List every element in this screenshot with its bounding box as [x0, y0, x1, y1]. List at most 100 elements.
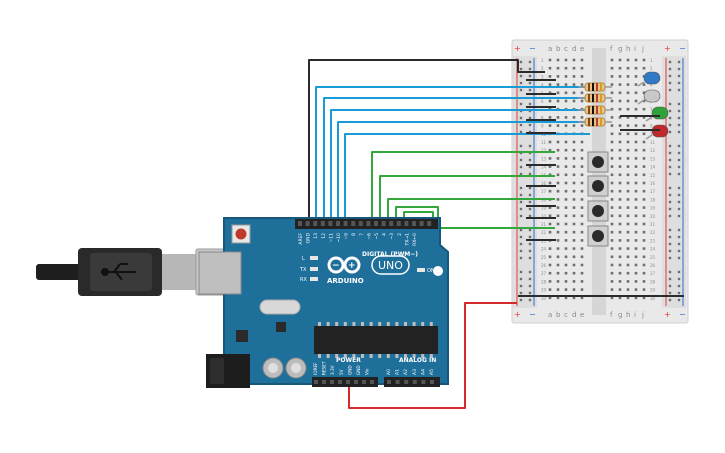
crystal	[259, 299, 301, 315]
digital-label: DIGITAL (PWM~)	[362, 251, 418, 258]
wire-pin7-green[interactable]	[371, 151, 555, 222]
rx-led	[310, 277, 318, 281]
row-number: 26	[541, 263, 547, 268]
rail-plus-label-bottom-left: +	[514, 310, 521, 319]
digital-pin-label: ~9	[344, 233, 350, 240]
wire-5v-red[interactable]	[348, 302, 517, 409]
column-letter: c	[564, 45, 568, 53]
row-number: 9	[650, 124, 653, 129]
row-number: 26	[650, 263, 656, 268]
column-letter: i	[634, 311, 636, 319]
rail-minus-label-top-right: −	[679, 44, 686, 53]
column-letter: g	[618, 311, 622, 319]
row-number: 29	[650, 288, 656, 293]
breadboard-holes	[519, 58, 681, 302]
green-led[interactable]	[651, 106, 669, 120]
column-letter: j	[641, 45, 644, 53]
row-number: 11	[541, 140, 547, 145]
row-number: 19	[650, 206, 656, 211]
row-number: 1	[650, 58, 653, 63]
column-letter: b	[556, 45, 561, 53]
digital-header-pins	[298, 221, 432, 226]
row-number: 14	[541, 165, 547, 170]
column-letter: a	[548, 311, 552, 319]
power-pin-label: RESET	[322, 361, 327, 375]
row-number: 2	[541, 66, 544, 71]
usb-icon	[101, 263, 136, 281]
wire-pin4-green[interactable]	[395, 206, 555, 229]
row-number: 18	[650, 197, 656, 202]
digital-pin-label: ~3	[389, 233, 395, 240]
on-led	[417, 268, 425, 272]
on-label: ON	[427, 268, 435, 274]
row-number: 29	[541, 288, 547, 293]
row-number: 13	[650, 156, 656, 161]
row-number: 19	[541, 206, 547, 211]
power-pin-label: Vin	[365, 368, 370, 375]
row-number: 4	[650, 83, 653, 88]
row-number: 27	[541, 271, 547, 276]
l-led-label: L	[302, 256, 305, 262]
analog-label: ANALOG IN	[399, 357, 436, 364]
row-number: 12	[650, 148, 656, 153]
column-letter: b	[556, 311, 561, 319]
row-number: 22	[650, 230, 656, 235]
wire-gnd-black[interactable]	[308, 59, 545, 222]
bottom-header-pins	[314, 380, 434, 384]
wire-pin9-blue[interactable]	[344, 133, 590, 222]
row-number: 27	[650, 271, 656, 276]
column-letter: e	[580, 45, 584, 53]
power-pin-label: IOREF	[313, 362, 318, 375]
digital-pin-label: RX←0	[412, 233, 418, 246]
power-label: POWER	[336, 357, 361, 364]
row-number: 7	[650, 107, 653, 112]
rx-label: RX	[300, 277, 307, 283]
digital-pin-label: ~6	[366, 233, 372, 240]
rail-plus-label-bottom-right: +	[664, 310, 671, 319]
column-letter: h	[626, 311, 630, 319]
row-number: 21	[541, 222, 547, 227]
row-number: 3	[541, 74, 544, 79]
rail-minus-label-top-left: −	[529, 44, 536, 53]
row-number: 17	[650, 189, 656, 194]
column-letter: h	[626, 45, 630, 53]
column-letter: d	[572, 45, 576, 53]
power-header	[312, 377, 378, 387]
analog-pin-label: A5	[429, 369, 435, 375]
digital-pin-label: ~5	[374, 233, 380, 240]
power-pin-label: GND	[356, 365, 361, 375]
row-number: 8	[541, 115, 544, 120]
row-number: 16	[650, 181, 656, 186]
pushbuttons	[587, 151, 609, 247]
power-pin-label: 3.3V	[330, 365, 335, 375]
row-number: 30	[541, 296, 547, 301]
analog-header	[384, 377, 440, 387]
column-letter: f	[610, 45, 613, 53]
wire-pin13-blue[interactable]	[315, 86, 590, 222]
row-number: 22	[541, 230, 547, 235]
wire-pin10-blue[interactable]	[337, 121, 590, 222]
row-number: 30	[650, 296, 656, 301]
row-number: 11	[650, 140, 656, 145]
white-led[interactable]	[643, 89, 661, 103]
column-letter: g	[618, 45, 622, 53]
wire-pin11-blue[interactable]	[330, 109, 590, 222]
wire-pin6-green[interactable]	[379, 175, 555, 222]
power-pin-label: GND	[347, 365, 352, 375]
analog-pin-label: A2	[403, 369, 409, 375]
column-letter: j	[641, 311, 644, 319]
analog-pin-label: A0	[386, 369, 392, 375]
wire-pin5-green[interactable]	[387, 198, 555, 222]
row-number: 28	[650, 279, 656, 284]
l-led	[310, 256, 318, 260]
digital-pin-label: GND	[306, 232, 312, 243]
column-letter: c	[564, 311, 568, 319]
digital-pin-label: TX→1	[404, 233, 410, 247]
tx-label: TX	[299, 267, 307, 273]
wire-pin12-blue[interactable]	[323, 97, 590, 222]
blue-led[interactable]	[643, 71, 661, 85]
